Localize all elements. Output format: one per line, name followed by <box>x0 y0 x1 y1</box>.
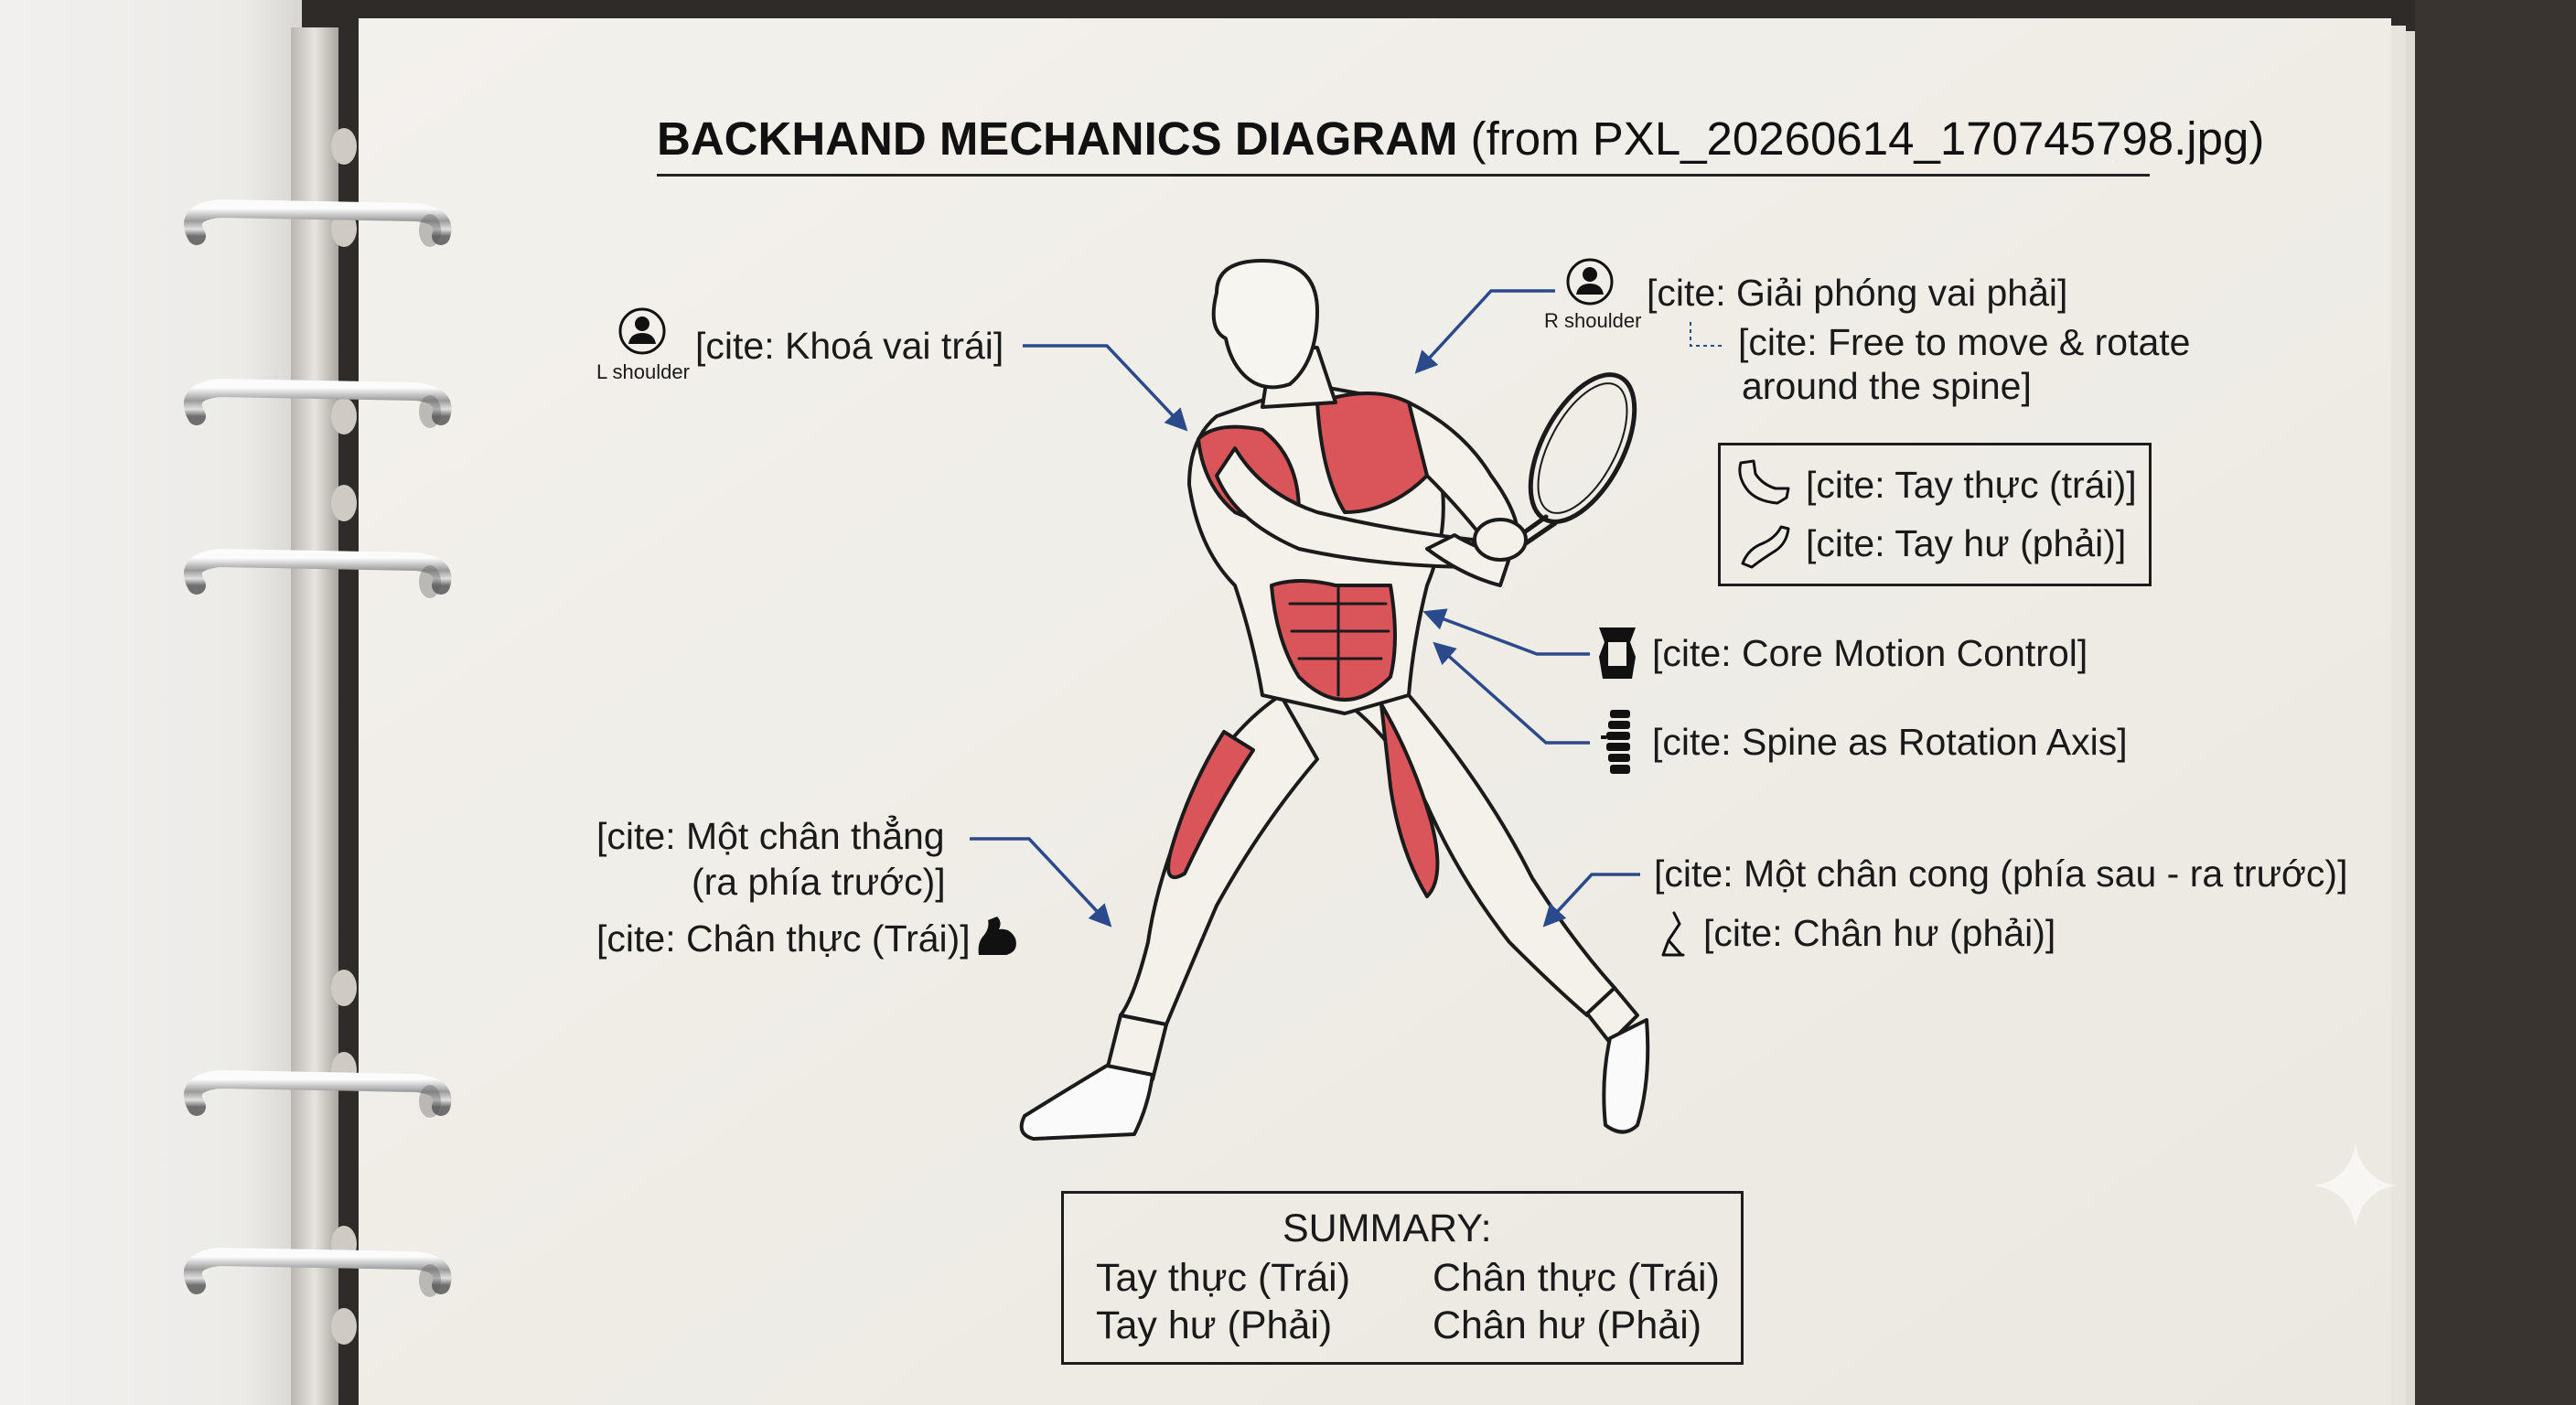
dotted-connector <box>1690 322 1724 347</box>
summary-row2-left: Tay hư (Phải) <box>1096 1303 1333 1347</box>
summary-row1-right: Chân thực (Trái) <box>1433 1256 1720 1300</box>
front-leg-label-line1: [cite: Một chân thẳng <box>596 815 945 857</box>
spine-icon <box>1601 710 1630 774</box>
person-icon <box>1566 258 1614 306</box>
front-leg-label-line2: (ra phía trước)] <box>692 861 946 903</box>
leg-icon <box>1661 911 1685 957</box>
sparkle-icon <box>2314 1143 2397 1228</box>
racket <box>1511 372 1637 550</box>
arm-icon <box>1741 525 1790 569</box>
summary-heading: SUMMARY: <box>1283 1207 1492 1250</box>
left-shoulder-tag: L shoulder <box>596 360 690 383</box>
back-leg-fake-label: [cite: Chân hư (phải)] <box>1703 912 2056 954</box>
core-label: [cite: Core Motion Control] <box>1652 632 2088 674</box>
arrow-back-leg <box>1542 873 1640 928</box>
arrow-core <box>1422 608 1590 656</box>
spine-label: [cite: Spine as Rotation Axis] <box>1652 721 2128 763</box>
arrow-front-leg <box>970 837 1112 928</box>
title-bold: BACKHAND MECHANICS DIAGRAM <box>657 113 1458 165</box>
arm-real-label: [cite: Tay thực (trái)] <box>1806 464 2137 506</box>
right-shoulder-label: [cite: Giải phóng vai phải] <box>1647 272 2068 314</box>
summary-row2-right: Chân hư (Phải) <box>1433 1303 1702 1347</box>
arm-icon <box>1738 459 1790 505</box>
person-icon <box>618 307 666 355</box>
title-underline <box>657 174 2150 177</box>
left-shoulder-label: [cite: Khoá vai trái] <box>695 325 1004 367</box>
summary-box <box>1061 1191 1744 1365</box>
title-rest: (from PXL_20260614_170745798.jpg) <box>1457 113 2265 165</box>
right-shoulder-note-line1: [cite: Free to move & rotate <box>1738 321 2191 363</box>
arm-fake-label: [cite: Tay hư (phải)] <box>1806 522 2127 564</box>
torso-icon <box>1599 627 1636 679</box>
page-title: BACKHAND MECHANICS DIAGRAM (from PXL_202… <box>657 115 2264 162</box>
front-leg-real-label: [cite: Chân thực (Trái)] <box>596 917 971 960</box>
arm-legend-box <box>1718 443 2152 586</box>
arrow-spine <box>1433 641 1590 745</box>
flexed-bicep-icon <box>978 917 1016 955</box>
summary-row1-left: Tay thực (Trái) <box>1096 1256 1351 1300</box>
right-shoulder-tag: R shoulder <box>1544 309 1642 332</box>
right-shoulder-note-line2: around the spine] <box>1742 365 2032 407</box>
back-leg-label: [cite: Một chân cong (phía sau - ra trướ… <box>1654 853 2348 895</box>
arrow-left-shoulder <box>1023 344 1188 432</box>
head <box>1211 259 1319 390</box>
arms <box>1215 401 1528 587</box>
arrow-right-shoulder <box>1414 289 1555 374</box>
legs <box>1019 693 1650 1141</box>
